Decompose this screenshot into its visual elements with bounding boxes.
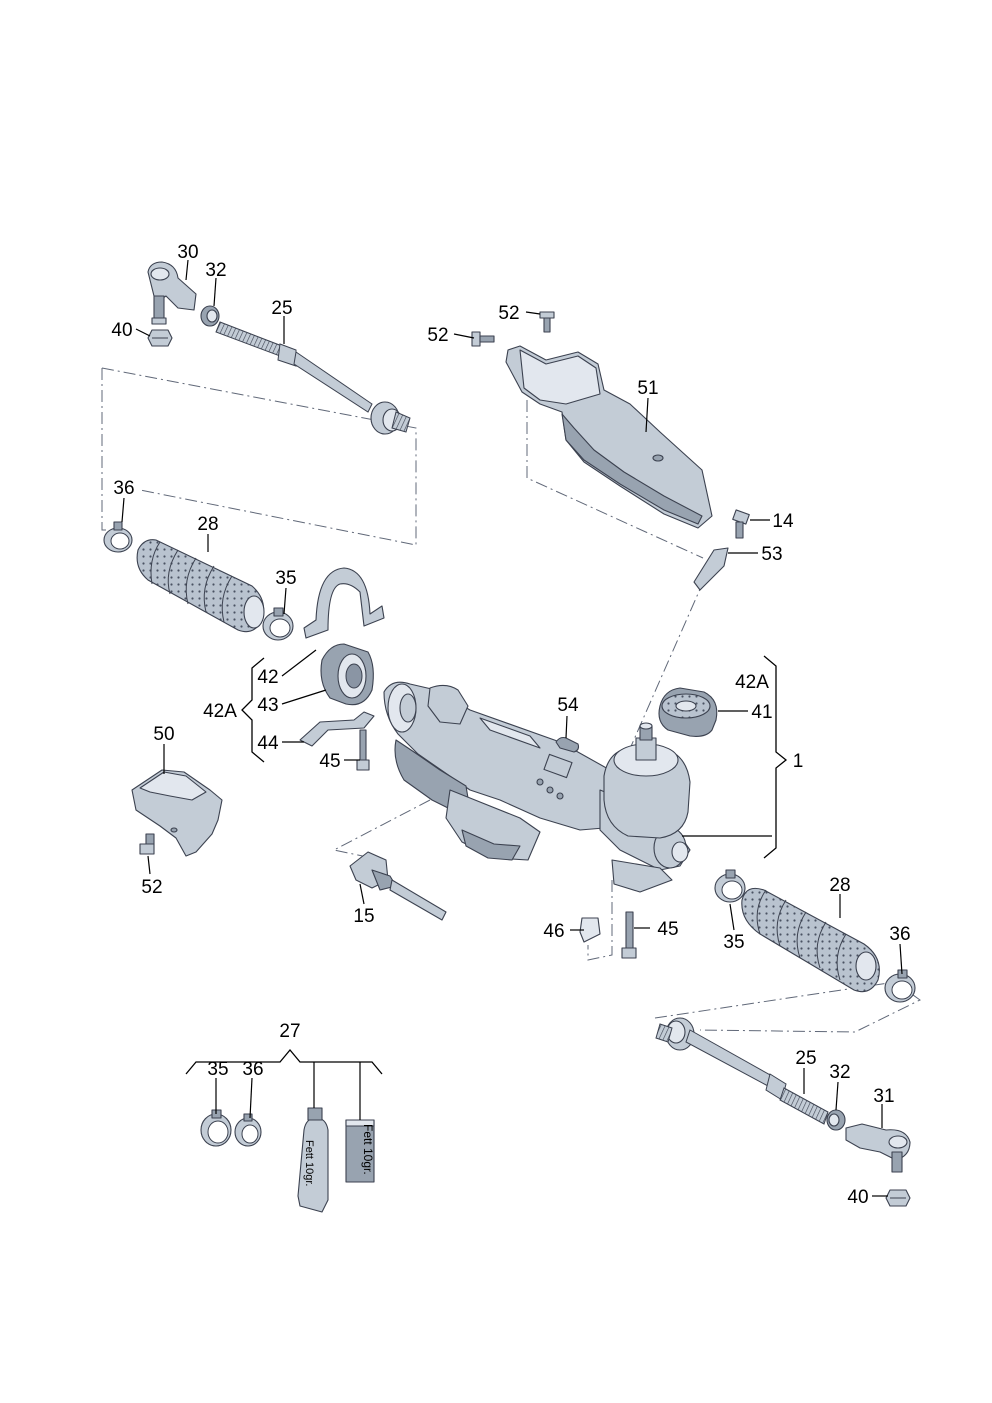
upper-nut-40 — [147, 329, 173, 347]
reference-lines — [101, 367, 921, 1033]
label-36-lower: 36 — [889, 924, 910, 945]
cover-50 — [131, 769, 223, 857]
bolt-52-top — [539, 311, 555, 333]
plate-44 — [299, 711, 375, 747]
brace-27 — [185, 1048, 383, 1075]
grease-package-text: Fett 10gr. — [361, 1124, 375, 1175]
label-40-lower: 40 — [847, 1187, 868, 1208]
bolt-45-right — [621, 911, 637, 959]
sensor-15 — [349, 851, 447, 921]
clamp-36-upper — [103, 521, 133, 553]
grease-tube-text: Fett 10gr. — [303, 1140, 315, 1186]
upper-locknut-32 — [200, 305, 220, 327]
bolt-52-cover — [139, 833, 155, 855]
label-36-upper: 36 — [113, 478, 134, 499]
label-45-right: 45 — [657, 919, 678, 940]
boot-28-upper — [136, 539, 265, 633]
label-40-upper: 40 — [111, 320, 132, 341]
label-31: 31 — [873, 1086, 894, 1107]
grease-package: Fett 10gr. — [345, 1119, 375, 1183]
label-42: 42 — [257, 667, 278, 688]
label-42A-left: 42A — [203, 701, 237, 722]
label-42A-right: 42A — [735, 672, 769, 693]
label-50: 50 — [153, 724, 174, 745]
kit-clamp-36 — [234, 1113, 262, 1147]
mount-41 — [658, 687, 718, 737]
heat-shield-51 — [505, 345, 713, 529]
lower-locknut-32 — [826, 1109, 846, 1131]
label-35-lower: 35 — [723, 932, 744, 953]
clamp-35-upper — [262, 607, 294, 641]
label-25-upper: 25 — [271, 298, 292, 319]
braces — [185, 655, 788, 1075]
label-35-kit: 35 — [207, 1059, 228, 1080]
label-14: 14 — [772, 511, 794, 532]
bracket-53 — [693, 547, 729, 591]
boot-28-lower — [741, 887, 880, 993]
cap-54 — [555, 736, 580, 753]
lower-nut-40 — [885, 1189, 911, 1207]
bushing-43 — [320, 643, 374, 706]
bracket-42 — [303, 567, 385, 639]
lower-tie-rod-end-31 — [845, 1123, 911, 1173]
bolt-45-left — [356, 729, 370, 771]
label-52-left: 52 — [427, 325, 448, 346]
brace-1-right — [763, 655, 788, 859]
label-44: 44 — [257, 733, 279, 754]
label-28-upper: 28 — [197, 514, 218, 535]
label-52-cover: 52 — [141, 877, 162, 898]
label-32-upper: 32 — [205, 260, 226, 281]
label-45-left: 45 — [319, 751, 340, 772]
part-labels: 30 32 40 25 52 52 51 36 28 14 53 35 42 4… — [111, 242, 910, 1208]
label-36-kit: 36 — [242, 1059, 263, 1080]
label-51: 51 — [637, 378, 658, 399]
upper-tie-rod-end — [147, 261, 197, 325]
label-27: 27 — [279, 1021, 300, 1042]
clamp-36-lower — [884, 969, 916, 1003]
leader-lines — [121, 259, 903, 1197]
repair-kit-27: Fett 10gr. Fett 10gr. — [200, 1107, 375, 1213]
label-15: 15 — [353, 906, 374, 927]
label-53: 53 — [761, 544, 782, 565]
label-1: 1 — [793, 751, 804, 772]
kit-clamp-35 — [200, 1109, 232, 1147]
brace-42A-left — [241, 657, 265, 763]
lower-tie-rod-25 — [655, 1017, 829, 1125]
label-46: 46 — [543, 921, 564, 942]
label-32-lower: 32 — [829, 1062, 850, 1083]
label-52-top: 52 — [498, 303, 519, 324]
upper-tie-rod-25 — [215, 321, 411, 435]
electric-motor-unit — [603, 722, 691, 839]
bolt-14 — [732, 509, 750, 539]
label-35-upper: 35 — [275, 568, 296, 589]
label-25-lower: 25 — [795, 1048, 816, 1069]
label-41: 41 — [751, 702, 772, 723]
label-28-lower: 28 — [829, 875, 850, 896]
clamp-35-lower — [714, 869, 746, 903]
label-30: 30 — [177, 242, 198, 263]
grease-tube: Fett 10gr. — [297, 1107, 329, 1213]
label-54: 54 — [557, 695, 579, 716]
label-43: 43 — [257, 695, 278, 716]
bolt-52-left — [471, 331, 495, 347]
